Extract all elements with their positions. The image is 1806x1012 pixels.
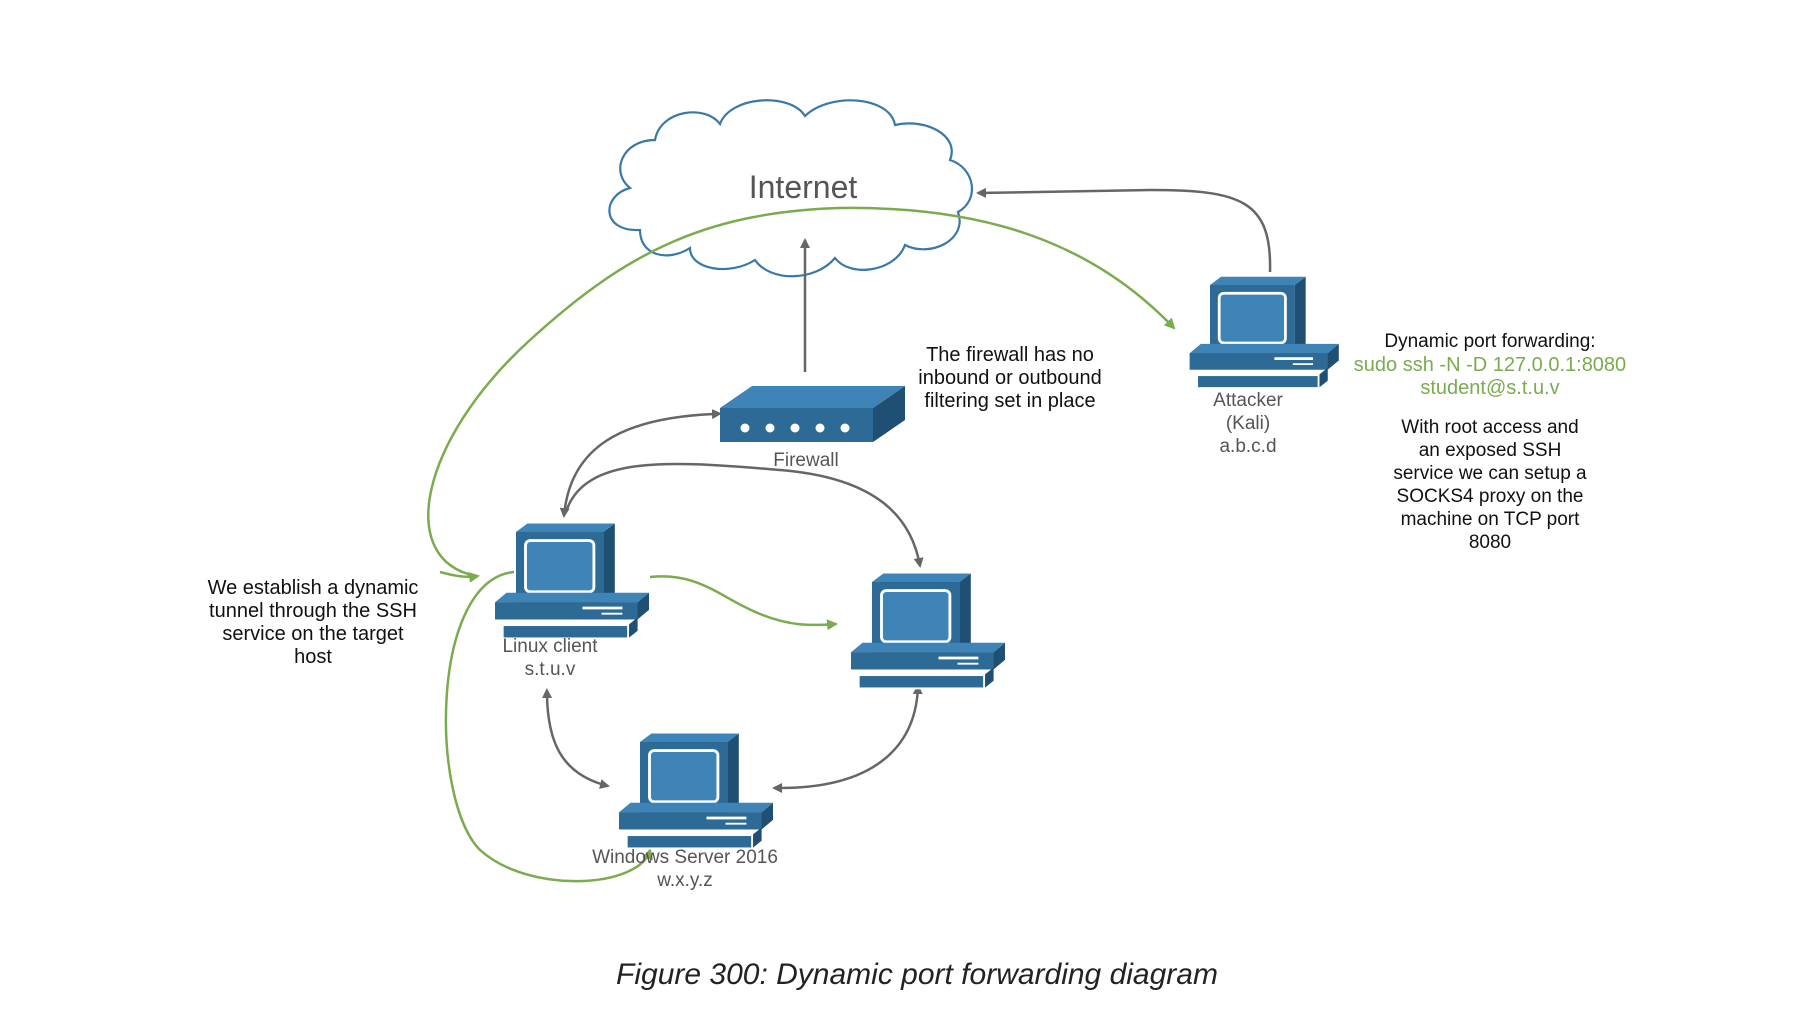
linux-windows-arrow [542,688,610,789]
forwarding-description-line: SOCKS4 proxy on the [1397,486,1584,507]
firewall-linux-arrow [559,409,722,518]
firewall-note-line: filtering set in place [924,390,1095,412]
firewall-led [790,423,800,433]
tunnel-note-line: tunnel through the SSH [209,600,417,622]
firewall-top [720,386,905,408]
forwarding-command: student@s.t.u.v [1420,377,1559,399]
forwarding-command: sudo ssh -N -D 127.0.0.1:8080 [1354,354,1626,376]
attacker-ip-label: a.b.c.d [1219,436,1276,457]
tunnel-to-host-arrow [649,575,838,631]
forwarding-description-line: an exposed SSH [1419,440,1562,461]
linux-to-host-arrow [564,462,924,568]
forwarding-description-line: With root access and [1401,417,1578,438]
tunnel-note: We establish a dynamic tunnel through th… [208,577,419,668]
attacker-computer-icon [1188,275,1341,390]
attacker-to-internet-arrow [976,187,1272,273]
firewall-led [740,423,750,433]
firewall-note-line: inbound or outbound [918,367,1102,389]
windows-server-computer-icon [617,732,775,850]
target-host-computer-icon [849,572,1007,690]
windows-server-ip-label: w.x.y.z [656,870,713,891]
forwarding-note-title: Dynamic port forwarding: [1384,331,1595,352]
firewall-note: The firewall has no inbound or outbound … [918,344,1102,412]
forwarding-note: Dynamic port forwarding: sudo ssh -N -D … [1354,331,1626,553]
tunnel-into-linux-arrow [439,570,480,583]
figure-caption: Figure 300: Dynamic port forwarding diag… [616,958,1218,991]
cloud-label: Internet [749,169,858,205]
attacker-os-label: (Kali) [1226,413,1270,434]
firewall-led [765,423,775,433]
forwarding-description-line: 8080 [1469,532,1511,553]
tunnel-note-line: We establish a dynamic [208,577,419,599]
windows-server-label: Windows Server 2016 [592,847,778,868]
internet-cloud: Internet [608,99,973,278]
firewall-led [815,423,825,433]
windows-host-arrow [772,684,923,793]
tunnel-note-line: service on the target [222,623,404,645]
forwarding-description-line: service we can setup a [1393,463,1587,484]
forwarding-description-line: machine on TCP port [1401,509,1581,530]
tunnel-note-line: host [294,646,332,668]
attacker-label: Attacker [1213,390,1283,411]
firewall-device: Firewall [720,386,905,471]
firewall-note-line: The firewall has no [926,344,1094,366]
firewall-side [873,386,905,442]
linux-client-computer-icon [493,522,651,640]
tunnel-loop-arrow [444,570,654,883]
firewall-led [840,423,850,433]
tunnel-arc-arrow [427,206,1176,578]
firewall-label: Firewall [773,450,838,471]
linux-client-ip-label: s.t.u.v [525,659,576,680]
linux-client-label: Linux client [502,636,598,657]
